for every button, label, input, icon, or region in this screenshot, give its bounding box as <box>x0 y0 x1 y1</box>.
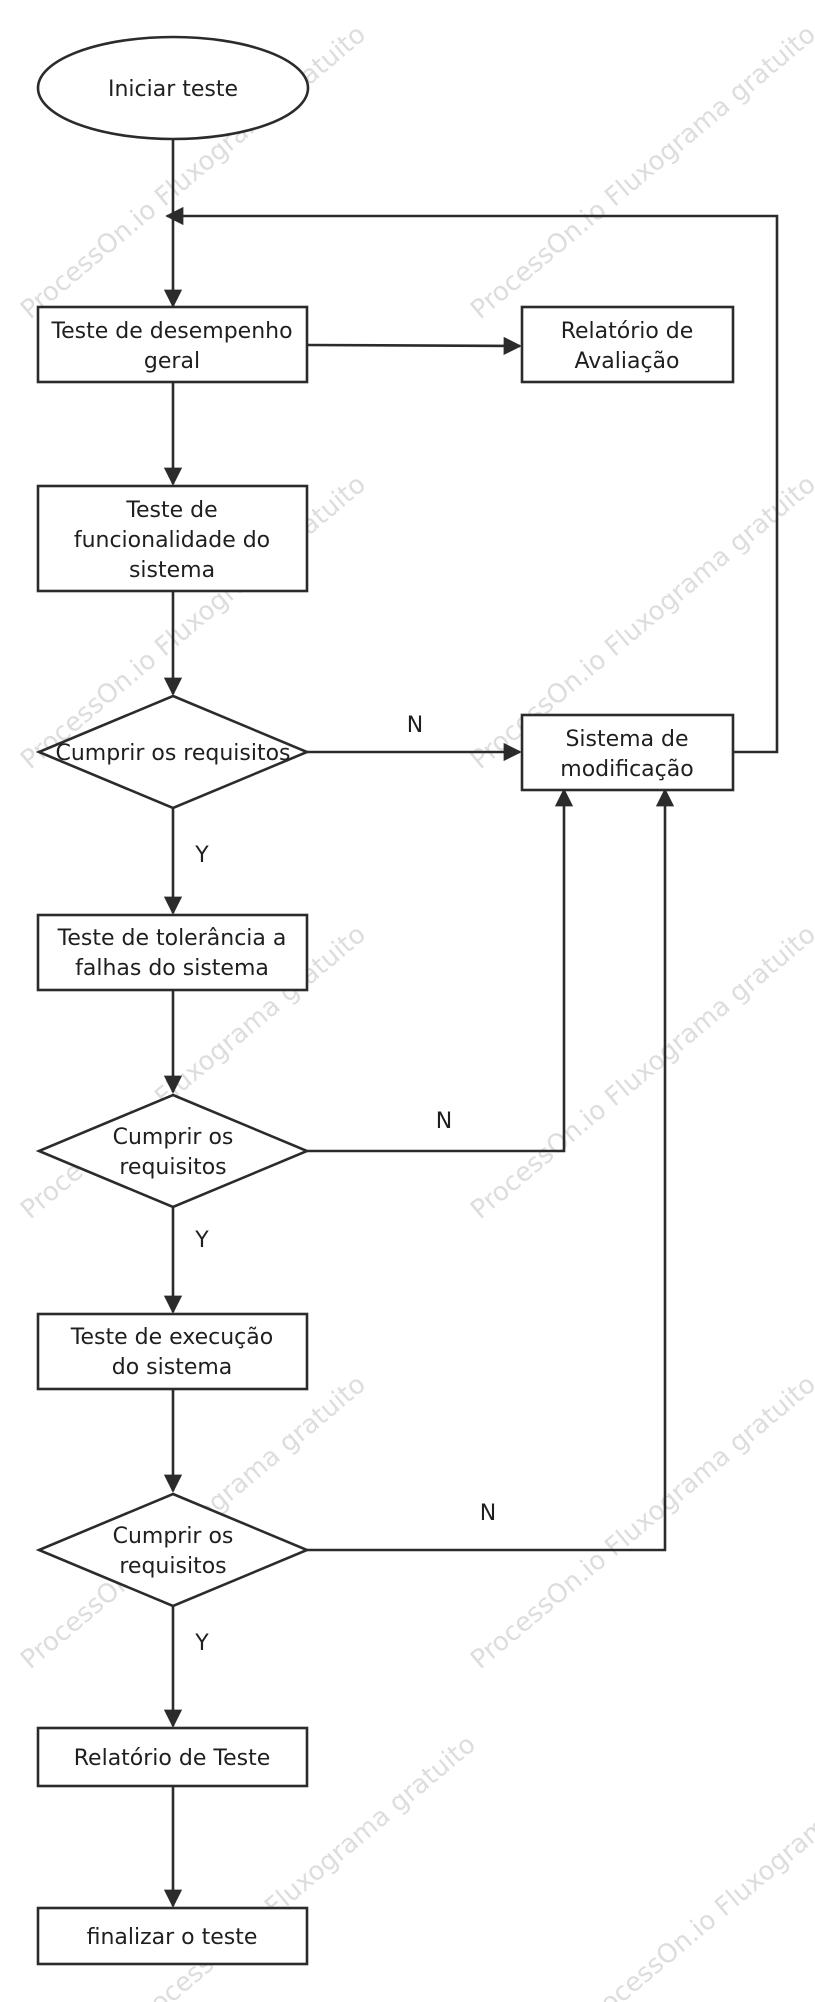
edge-label-dec2-y: Y <box>194 1228 209 1253</box>
node-dec3: Cumprir os requisitos <box>35 1492 311 1608</box>
node-modify-label: Sistema de modificação <box>560 727 693 782</box>
edge-dec3-modify <box>307 788 675 1552</box>
node-label-line: do sistema <box>112 1355 233 1380</box>
edge-label-dec3-y: Y <box>194 1631 209 1656</box>
node-dec1: Cumprir os requisitos <box>35 694 311 810</box>
node-dec2-label: Cumprir os requisitos <box>113 1125 234 1180</box>
edge-label-dec1-n: N <box>407 713 423 738</box>
node-label-line: funcionalidade do <box>74 528 270 553</box>
node-func: Teste de funcionalidade do sistema <box>36 484 309 593</box>
node-label-line: Sistema de <box>565 727 688 752</box>
node-label-line: falhas do sistema <box>75 956 269 981</box>
edge-modify-perf-loop <box>165 206 779 754</box>
node-report-eval-label: Relatório de Avaliação <box>561 319 694 374</box>
node-report-test: Relatório de Teste <box>36 1726 309 1788</box>
node-label-line: Cumprir os requisitos <box>55 741 290 766</box>
node-label-line: Teste de execução <box>70 1325 273 1350</box>
nodes-layer: Iniciar teste Teste de desempenho geral R… <box>35 35 735 1966</box>
node-label-line: Iniciar teste <box>108 77 238 102</box>
node-perf-shape <box>36 305 309 384</box>
node-label-line: Cumprir os <box>113 1125 234 1150</box>
node-label-line: Cumprir os <box>113 1524 234 1549</box>
node-end-shape <box>36 1906 309 1966</box>
node-func-label: Teste de funcionalidade do sistema <box>74 498 270 583</box>
node-label-line: modificação <box>560 757 693 782</box>
watermark: ProcessOn.io Fluxograma gratuito <box>465 1369 815 1675</box>
edges-layer <box>163 140 779 1908</box>
node-fault: Teste de tolerância a falhas do sistema <box>36 913 309 992</box>
edge-dec2-modify <box>307 788 574 1153</box>
node-modify-shape <box>520 713 735 792</box>
node-perf-label: Teste de desempenho geral <box>50 319 292 374</box>
node-label-line: geral <box>144 349 200 374</box>
node-end-label: finalizar o teste <box>87 1925 258 1950</box>
node-label-line: Teste de <box>125 498 217 523</box>
edge-perf-report-eval <box>306 336 522 356</box>
node-label-line: requisitos <box>119 1554 226 1579</box>
node-exec: Teste de execução do sistema <box>36 1312 309 1391</box>
node-label-line: Teste de tolerância a <box>57 926 287 951</box>
node-modify: Sistema de modificação <box>520 713 735 792</box>
node-label-line: finalizar o teste <box>87 1925 258 1950</box>
node-label-line: sistema <box>129 558 215 583</box>
edge-label-dec3-n: N <box>480 1501 496 1526</box>
node-exec-label: Teste de execução do sistema <box>70 1325 273 1380</box>
edge-label-dec1-y: Y <box>194 843 209 868</box>
node-dec3-shape <box>35 1492 311 1608</box>
node-dec2-shape <box>35 1093 311 1209</box>
node-report-eval-shape <box>520 305 735 384</box>
node-exec-shape <box>36 1312 309 1391</box>
node-dec1-shape <box>35 694 311 810</box>
node-report-eval: Relatório de Avaliação <box>520 305 735 384</box>
node-report-test-label: Relatório de Teste <box>74 1746 270 1771</box>
node-perf: Teste de desempenho geral <box>36 305 309 384</box>
node-dec2: Cumprir os requisitos <box>35 1093 311 1209</box>
edge-labels-layer: N Y N Y N Y <box>194 713 496 1656</box>
node-start-label: Iniciar teste <box>108 77 238 102</box>
node-func-shape <box>36 484 309 593</box>
node-label-line: Relatório de Teste <box>74 1746 270 1771</box>
node-fault-shape <box>36 913 309 992</box>
watermark: ProcessOn.io Fluxograma gratuito <box>575 1729 815 2002</box>
node-fault-label: Teste de tolerância a falhas do sistema <box>57 926 287 981</box>
node-label-line: Avaliação <box>574 349 679 374</box>
node-dec1-label: Cumprir os requisitos <box>55 741 290 766</box>
node-report-test-shape <box>36 1726 309 1788</box>
node-label-line: Teste de desempenho <box>50 319 292 344</box>
node-label-line: requisitos <box>119 1155 226 1180</box>
node-start-shape <box>36 35 310 141</box>
node-start: Iniciar teste <box>36 35 310 141</box>
watermark: ProcessOn.io Fluxograma gratuito <box>465 19 815 325</box>
node-label-line: Relatório de <box>561 319 694 344</box>
edge-label-dec2-n: N <box>436 1109 452 1134</box>
node-end: finalizar o teste <box>36 1906 309 1966</box>
node-dec3-label: Cumprir os requisitos <box>113 1524 234 1579</box>
watermark: ProcessOn.io Fluxograma gratuito <box>465 919 815 1225</box>
